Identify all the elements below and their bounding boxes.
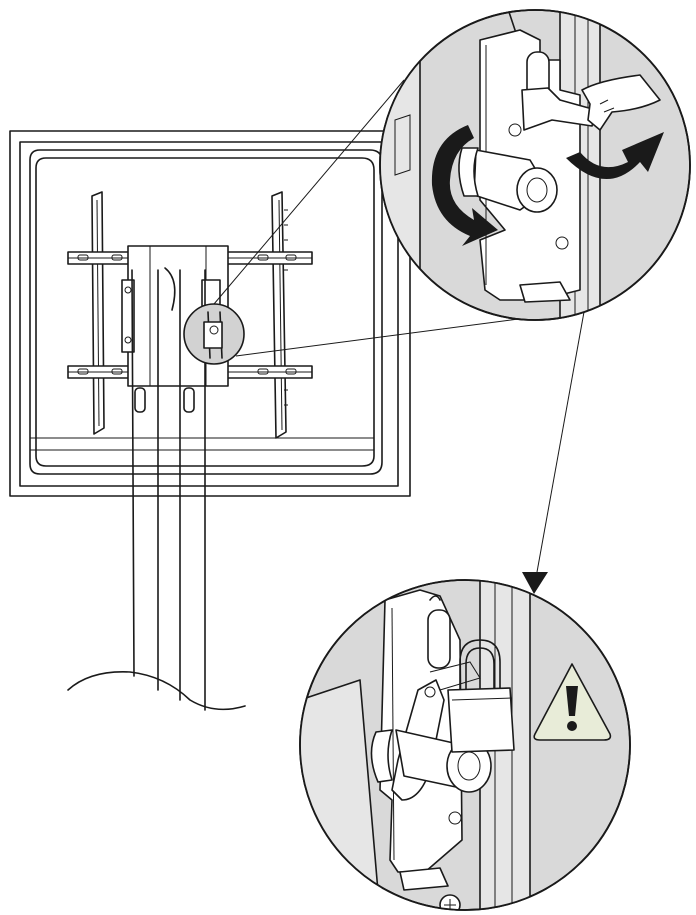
stand-pole xyxy=(67,269,246,711)
lift-arrow-icon xyxy=(566,132,664,180)
vertical-bracket-left xyxy=(91,191,105,435)
detail-unlock-view xyxy=(379,9,691,321)
vertical-bracket-right xyxy=(271,191,288,439)
tv-stand-assembly xyxy=(9,130,411,711)
warning-icon xyxy=(533,663,612,741)
tv-back-panel xyxy=(9,130,411,497)
rotate-arrow-icon xyxy=(431,125,498,246)
detail-locked-view xyxy=(299,579,631,911)
pointer-arrow-icon xyxy=(522,311,585,594)
padlock-icon xyxy=(447,639,515,753)
